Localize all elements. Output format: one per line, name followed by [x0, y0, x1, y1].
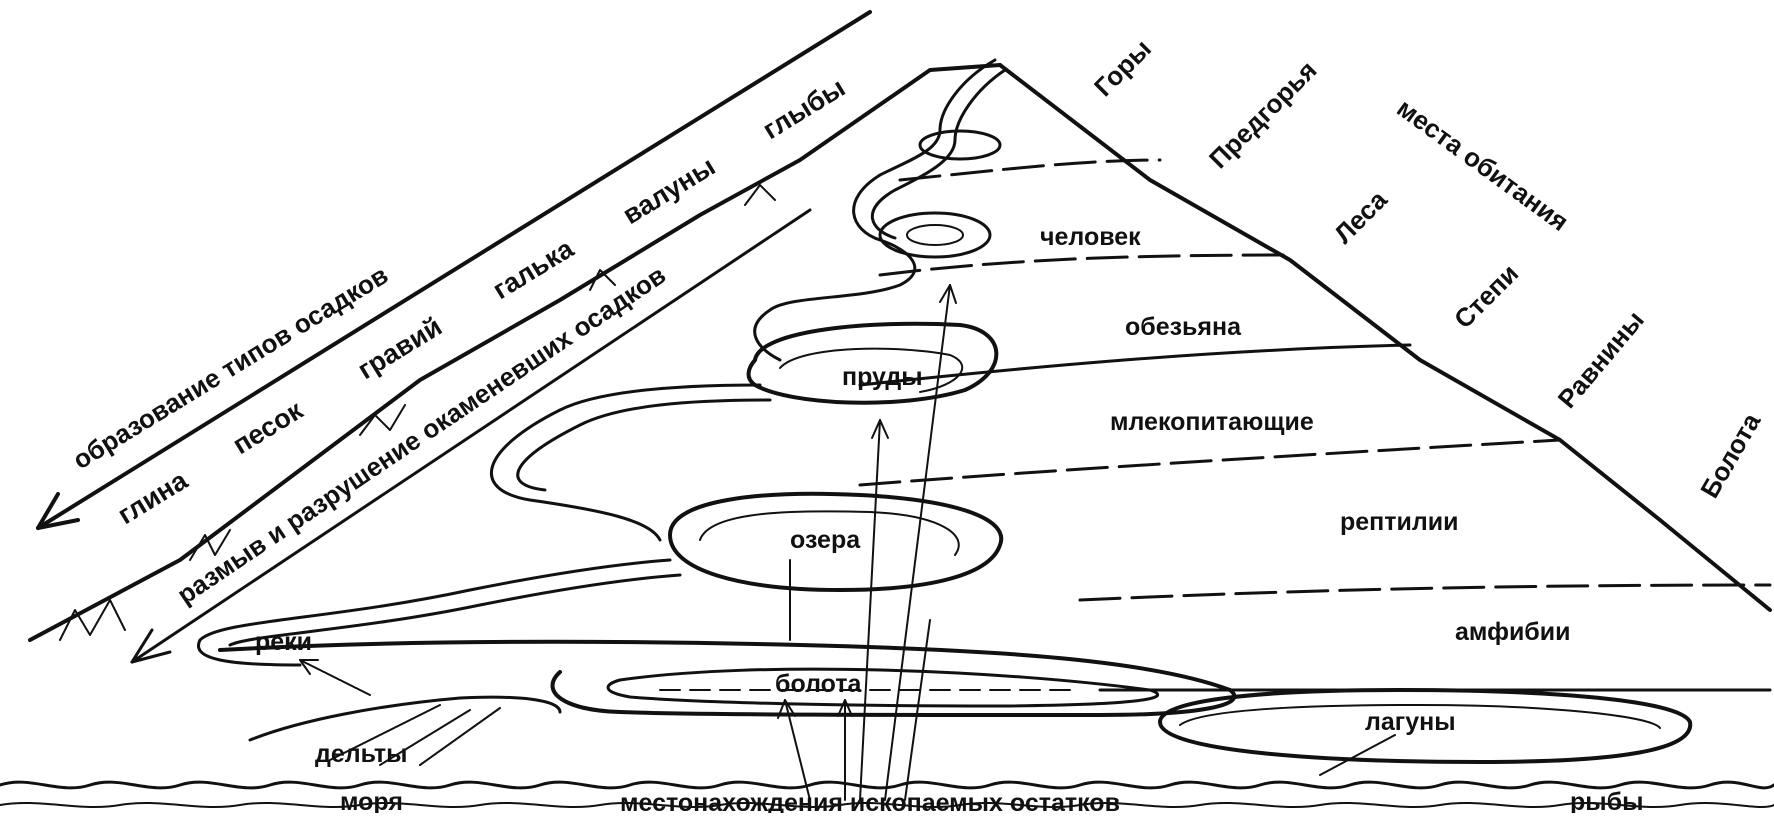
habitat-forests: Леса — [1328, 184, 1393, 249]
water-deltas: дельты — [315, 740, 407, 768]
water-seas: моря — [340, 788, 403, 813]
habitat-mountains: Горы — [1088, 33, 1157, 102]
organism-fish: рыбы — [1570, 788, 1643, 813]
water-rivers: реки — [255, 628, 312, 656]
habitat-swamps: Болота — [1694, 407, 1767, 503]
organism-amphibians: амфибии — [1455, 618, 1571, 646]
organism-mammals: млекопитающие — [1110, 408, 1314, 436]
organism-labels: человек обезьяна млекопитающие рептилии … — [1040, 223, 1643, 813]
organism-monkey: обезьяна — [1125, 313, 1242, 341]
water-ponds: пруды — [842, 363, 923, 391]
sediment-words: глина песок гравий галька валуны глыбы — [112, 72, 850, 530]
sediment-types-arrow — [38, 12, 870, 528]
habitat-foothills: Предгорья — [1203, 55, 1322, 174]
water-lakes: озера — [790, 526, 861, 554]
mountain-outline — [30, 65, 1770, 640]
water-swamps: болота — [775, 670, 863, 698]
zone-dividers — [860, 160, 1770, 690]
habitat-title: места обитания — [1391, 93, 1574, 237]
habitat-plains: Равнины — [1552, 305, 1650, 414]
sediment-boulders: валуны — [617, 151, 720, 230]
habitat-steppes: Степи — [1448, 258, 1524, 334]
fossil-locations-caption: местонахождения ископаемых остатков — [620, 789, 1120, 813]
organism-human: человек — [1040, 223, 1141, 251]
sediment-types-label: образование типов осадков — [67, 260, 393, 476]
organism-reptiles: рептилии — [1340, 508, 1459, 536]
water-lagoons: лагуны — [1365, 708, 1456, 736]
